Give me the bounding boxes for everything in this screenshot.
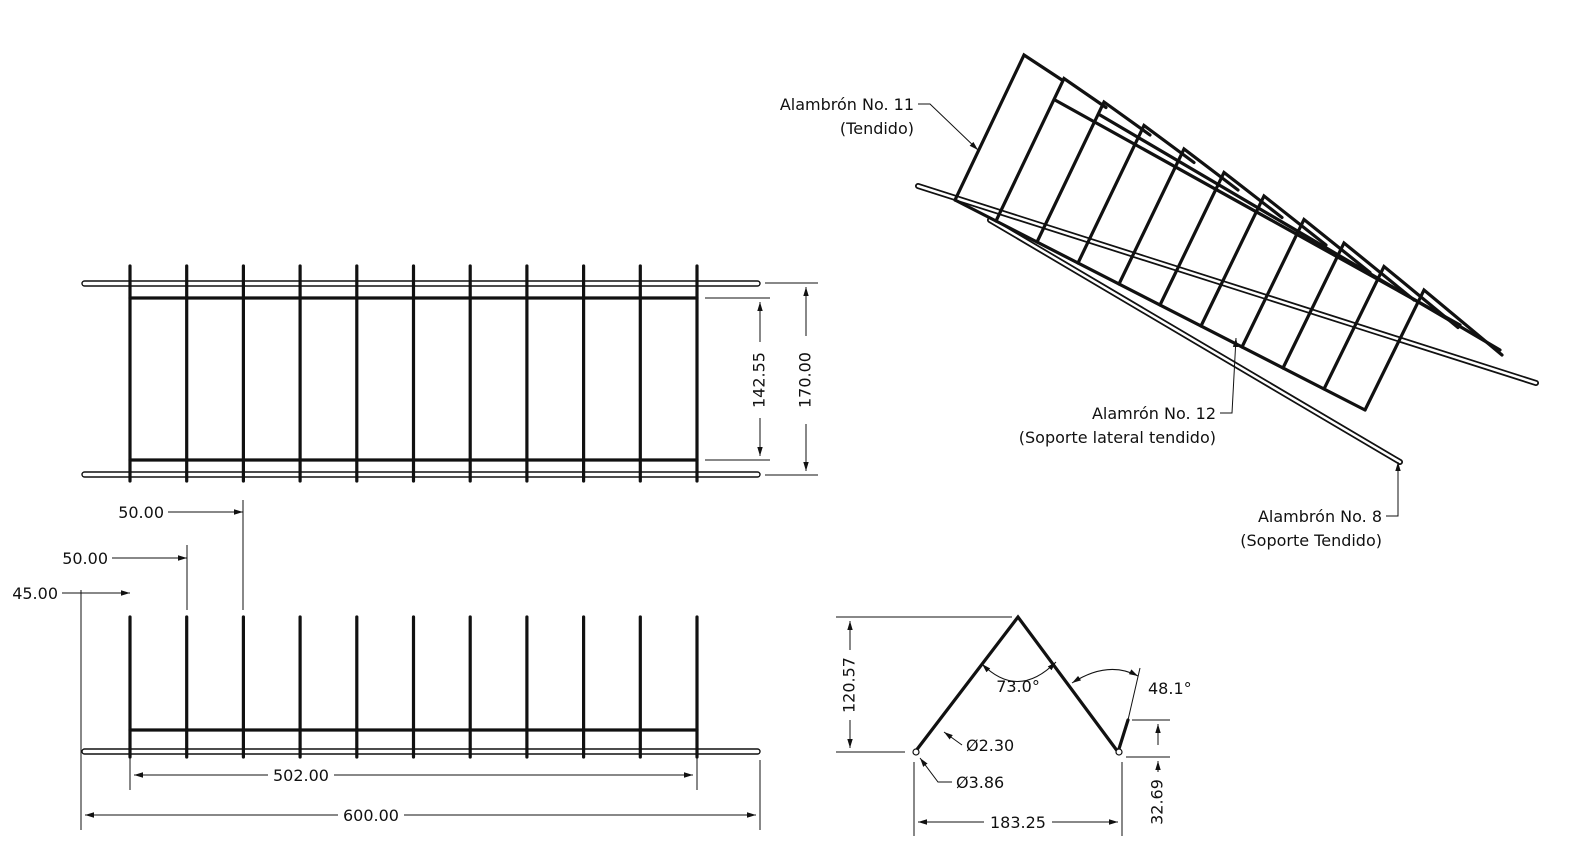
iso-callout-2-line1: Alamrón No. 12 (1092, 404, 1216, 423)
dim-wire-dia-small-label: Ø2.30 (966, 736, 1014, 755)
dim-pitch-a-label: 50.00 (118, 503, 164, 522)
iso-callout-3-line2: (Soporte Tendido) (1240, 531, 1382, 550)
iso-top-rail (1098, 113, 1502, 352)
side-profile-wire (913, 614, 1130, 756)
dim-apex-angle: 73.0° (981, 661, 1057, 696)
iso-support-rod-core (916, 184, 1538, 385)
dim-span: 502.00 (129, 758, 698, 790)
iso-callout-1-line1: Alambrón No. 11 (780, 95, 914, 114)
dim-span-label: 502.00 (273, 766, 329, 785)
dim-outer-width: 170.00 (765, 282, 818, 476)
dim-wire-dia-small: Ø2.30 (943, 731, 1014, 755)
dim-inner-width: 142.55 (705, 297, 770, 461)
dim-tip-height-label: 32.69 (1148, 779, 1167, 825)
dim-inner-width-label: 142.55 (750, 352, 769, 408)
iso-callout-1-line2: (Tendido) (840, 119, 914, 138)
dim-overall-length: 600.00 (85, 760, 761, 830)
iso-frame (1158, 170, 1284, 307)
iso-callout-3: Alambrón No. 8 (Soporte Tendido) (1240, 462, 1401, 550)
support-rod-bottom (81, 471, 761, 478)
iso-frame (1076, 123, 1196, 265)
front-view: 50.00 50.00 45.00 502.00 600.00 (12, 500, 761, 830)
dim-apex-angle-label: 73.0° (996, 677, 1040, 696)
support-rod-top (81, 280, 761, 287)
iso-side-support-rod-core (988, 218, 1402, 464)
iso-frame (953, 52, 1064, 202)
dim-wire-dia-large: Ø3.86 (919, 757, 1004, 792)
dim-tip-angle: 48.1° (1071, 667, 1192, 721)
dim-pitch-b: 50.00 (62, 545, 188, 610)
dim-base-width: 183.25 (913, 762, 1123, 836)
dim-base-width-label: 183.25 (990, 813, 1046, 832)
dim-height: 120.57 (836, 616, 1012, 753)
iso-frames (953, 52, 1504, 412)
iso-callout-3-line1: Alambrón No. 8 (1258, 507, 1382, 526)
dim-tip-angle-label: 48.1° (1148, 679, 1192, 698)
dim-wire-dia-large-label: Ø3.86 (956, 773, 1004, 792)
dim-end-offset-label: 45.00 (12, 584, 58, 603)
iso-frame (1240, 216, 1372, 349)
wire-end-right (1115, 748, 1123, 756)
dim-pitch-a: 50.00 (118, 500, 244, 610)
iso-callout-2: Alamrón No. 12 (Soporte lateral tendido) (1019, 337, 1239, 447)
iso-frame (1199, 193, 1328, 328)
iso-view: Alambrón No. 11 (Tendido) Alamrón No. 12… (780, 52, 1539, 550)
iso-frame (1117, 146, 1240, 286)
dim-end-offset: 45.00 (12, 584, 130, 830)
dim-height-label: 120.57 (840, 657, 859, 713)
wire-end-left (912, 748, 920, 756)
dim-tip-height: 32.69 (1126, 719, 1170, 825)
top-view-bars (128, 264, 699, 483)
front-view-bars (128, 615, 699, 759)
dim-outer-width-label: 170.00 (796, 352, 815, 408)
iso-frame (1322, 263, 1460, 391)
front-base-rod (81, 748, 761, 755)
iso-callout-2-line2: (Soporte lateral tendido) (1019, 428, 1216, 447)
dim-pitch-b-label: 50.00 (62, 549, 108, 568)
iso-frame (1035, 99, 1152, 244)
iso-frame (994, 76, 1108, 223)
iso-frame (1281, 240, 1416, 370)
dim-overall-length-label: 600.00 (343, 806, 399, 825)
iso-callout-1: Alambrón No. 11 (Tendido) (780, 95, 979, 151)
iso-frame (1363, 287, 1504, 412)
side-view: 120.57 73.0° 48.1° Ø2.30 Ø3.86 183.25 (836, 614, 1192, 836)
top-view: 142.55 170.00 (81, 264, 818, 483)
